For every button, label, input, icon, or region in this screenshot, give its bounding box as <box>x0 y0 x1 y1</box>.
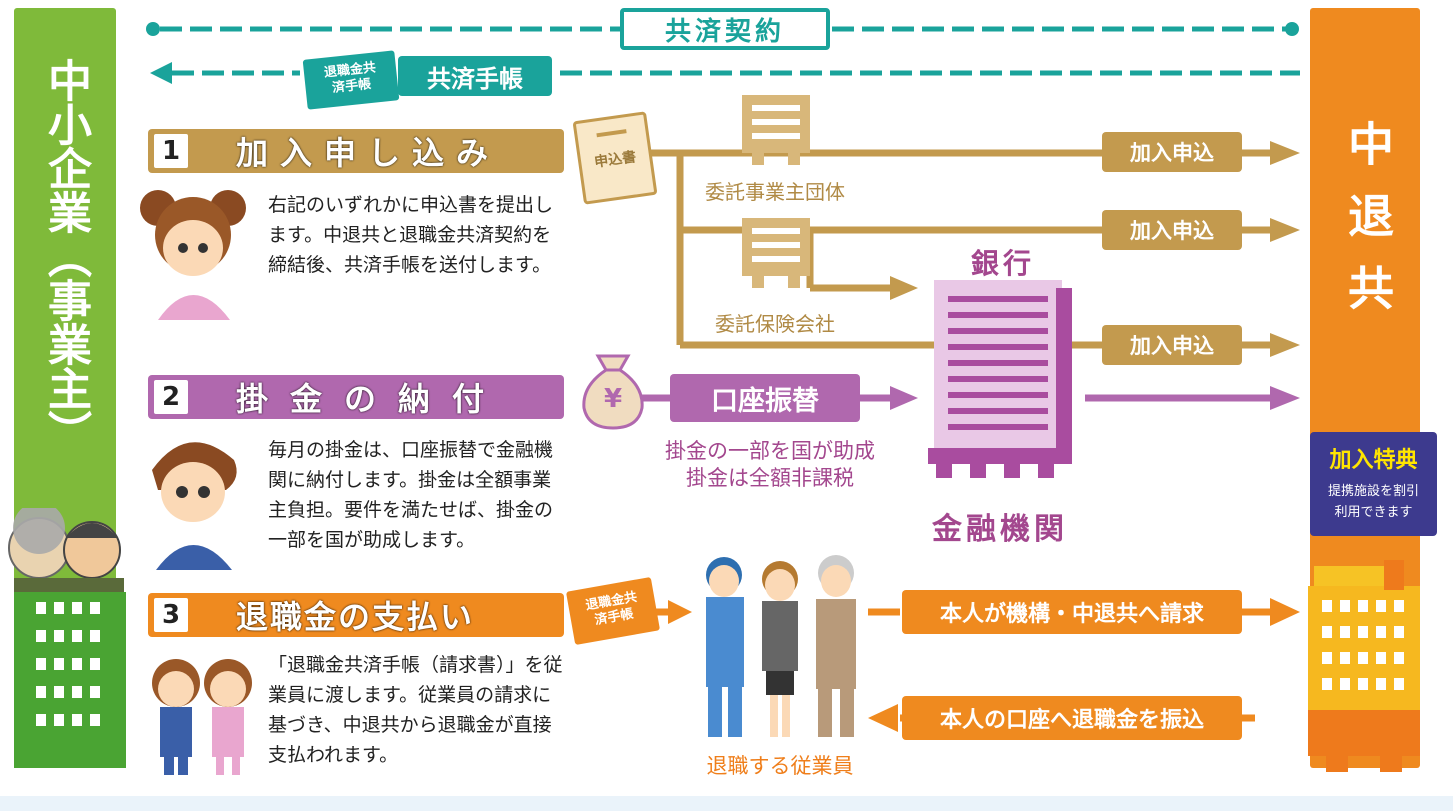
step2-title: 掛金の納付 <box>236 380 507 418</box>
chutaikyo-label: 中退共 <box>1341 120 1395 336</box>
org2-label: 委託保険会社 <box>715 312 835 336</box>
passbook-card-icon: 退職金共済手帳 <box>302 50 400 110</box>
bank-top-label: 銀行 <box>970 247 1035 280</box>
passbook-card-text: 退職金共済手帳 <box>323 60 377 96</box>
bank-bottom-label: 金融機関 <box>932 512 1068 547</box>
step1-description: 右記のいずれかに申込書を提出します。中退共と退職金共済契約を締結後、共済手帳を送… <box>268 194 554 276</box>
step3-title-bar: 3 退職金の支払い <box>148 593 564 637</box>
step2-description: 毎月の掛金は、口座振替で金融機関に納付します。掛金は全額事業主負担。要件を満たせ… <box>268 439 554 551</box>
benefit-box: 加入特典 提携施設を割引 利用できます <box>1310 432 1437 536</box>
subsidy-note-line1: 掛金の一部を国が助成 <box>665 439 875 463</box>
retiring-employees-illustration <box>690 545 870 745</box>
application-form-label: 申込書 <box>593 149 638 171</box>
claim-label: 本人が機構・中退共へ請求 <box>902 590 1242 634</box>
employer-bosses-illustration <box>4 508 124 600</box>
benefit-title: 加入特典 <box>1329 448 1418 473</box>
step1-title: 加入申し込み <box>236 134 501 172</box>
subsidy-note-line2: 掛金は全額非課税 <box>686 466 854 490</box>
step3-title: 退職金の支払い <box>236 598 475 636</box>
woman-illustration <box>138 180 248 320</box>
step3-description: 「退職金共済手帳（請求書）」を従業員に渡します。従業員の請求に基づき、中退共から… <box>268 654 563 766</box>
benefit-line2: 利用できます <box>1334 505 1413 520</box>
bank-building-icon <box>928 280 1078 495</box>
payment-label: 本人の口座へ退職金を振込 <box>902 696 1242 740</box>
contract-label: 共済契約 <box>620 8 830 50</box>
org1-building-icon <box>738 95 814 165</box>
man-illustration <box>138 420 248 570</box>
step1-number: 1 <box>154 134 188 168</box>
application-form-icon: 申込書 <box>572 111 658 205</box>
step2-number: 2 <box>154 380 188 414</box>
sme-label: 中小企業（事業主） <box>40 58 91 454</box>
chutaikyo-building <box>1300 560 1430 772</box>
step3-number: 3 <box>154 598 188 632</box>
retiring-employees-label: 退職する従業員 <box>706 754 854 778</box>
apply-label-3: 加入申込 <box>1102 325 1242 365</box>
couple-illustration <box>138 645 263 775</box>
step2-title-bar: 2 掛金の納付 <box>148 375 564 419</box>
passbook-label: 共済手帳 <box>398 56 552 96</box>
sme-building <box>14 592 126 768</box>
step1-title-bar: 1 加入申し込み <box>148 129 564 173</box>
apply-label-2: 加入申込 <box>1102 210 1242 250</box>
benefit-line1: 提携施設を割引 <box>1327 484 1419 499</box>
yen-symbol: ¥ <box>603 384 623 414</box>
org1-label: 委託事業主団体 <box>705 180 845 204</box>
transfer-label: 口座振替 <box>670 374 860 422</box>
money-bag-icon: ¥ <box>578 346 648 430</box>
org2-building-icon <box>738 218 814 288</box>
apply-label-1: 加入申込 <box>1102 132 1242 172</box>
bottom-rule <box>0 796 1453 811</box>
passbook-card-text-2: 退職金共済手帳 <box>584 589 639 629</box>
